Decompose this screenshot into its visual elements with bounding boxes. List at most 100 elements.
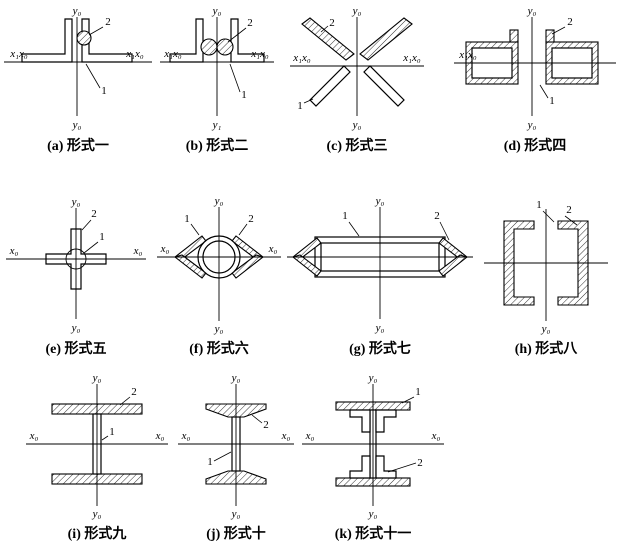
- figure-i-caption: (i) 形式九: [67, 527, 127, 542]
- part-label-2: 2: [434, 210, 440, 222]
- axis-label-top: y₀: [368, 372, 378, 384]
- leader-line: [320, 25, 329, 33]
- leader-line: [227, 27, 247, 43]
- leader-line: [387, 462, 417, 473]
- figure-j-caption: (j) 形式十: [206, 527, 266, 542]
- axis-label-right: x₀: [281, 430, 291, 442]
- angle-leg-lower-right: [363, 65, 405, 107]
- axis-label-right: x₀: [268, 243, 278, 255]
- figure-k-drawing: y₀ y₀ x₀ x₀ 1 2: [302, 372, 444, 520]
- figure-a: y₀ y₀ x₁x₀ x₁x₀ 2 1 (a) 形式一: [2, 4, 154, 155]
- axis-label-top: y₀: [212, 5, 222, 17]
- part-label-1: 1: [415, 386, 421, 398]
- leader-line: [119, 396, 131, 406]
- figure-g-drawing: y₀ y₀ 1 2: [287, 195, 473, 334]
- part-label-2: 2: [263, 419, 269, 431]
- axis-label-left: x₀: [29, 430, 39, 442]
- figure-b: y₀ y₁ x₁x₀ x₁x₀ 2 1 (b) 形式二: [158, 4, 276, 155]
- leader-line: [539, 84, 549, 99]
- figure-h-caption: (h) 形式八: [514, 342, 578, 357]
- axis-label-top: y₀: [527, 5, 537, 17]
- leader-line: [213, 451, 232, 462]
- figure-a-caption: (a) 形式一: [47, 139, 109, 154]
- figure-c: y₀ y₀ x₁x₀ x₁x₀ 2 1 (c) 形式三: [288, 4, 426, 155]
- part-label-2: 2: [248, 213, 254, 225]
- leader-line: [348, 221, 360, 237]
- flange-angle-top-left: [349, 409, 371, 433]
- angle-section-left: [21, 18, 73, 63]
- part-label-2: 2: [105, 16, 111, 28]
- axis-label-right: x₀: [133, 245, 143, 257]
- axis-label-bottom: y₀: [71, 322, 81, 334]
- axis-label-bottom: y₀: [527, 119, 537, 131]
- axis-label-right: x₀: [155, 430, 165, 442]
- axis-label-top: y₀: [231, 372, 241, 384]
- part-label-2: 2: [247, 17, 253, 29]
- figure-d-caption: (d) 形式四: [503, 139, 567, 154]
- figure-f: y₀ y₀ x₀ x₀ 1 2 (f) 形式六: [155, 195, 283, 358]
- axis-label-bottom: y₀: [72, 119, 82, 131]
- flange-angle-bottom-left: [349, 455, 371, 479]
- spacer-bar-circle: [76, 30, 92, 46]
- part-label-2: 2: [329, 17, 335, 29]
- part-label-1: 1: [184, 213, 190, 225]
- axis-label-bottom: y₀: [214, 323, 224, 335]
- axis-label-top: y₀: [352, 5, 362, 17]
- axis-label-top: y₀: [214, 195, 224, 207]
- axis-label-left: x₁x₀: [163, 48, 182, 60]
- figure-a-drawing: y₀ y₀ x₁x₀ x₁x₀ 2 1: [4, 5, 152, 131]
- gusset-left-lower: [291, 254, 322, 277]
- lug-plate-left: [509, 29, 519, 43]
- angle-leg-upper-right: [359, 17, 413, 61]
- figure-i: y₀ y₀ x₀ x₀ 1 2 (i) 形式九: [22, 372, 172, 543]
- figure-g-caption: (g) 形式七: [349, 342, 411, 357]
- leader-line: [251, 414, 263, 424]
- figure-h: y₀ 1 2 (h) 形式八: [480, 195, 612, 358]
- axis-label-right: x₀: [431, 430, 441, 442]
- part-label-1: 1: [342, 210, 348, 222]
- axis-label-right: x₁x₀: [402, 52, 421, 64]
- part-label-2: 2: [131, 386, 137, 398]
- figure-f-caption: (f) 形式六: [189, 342, 249, 357]
- leader-line: [401, 396, 415, 404]
- axis-label-top: y₀: [92, 372, 102, 384]
- axis-label-left: x₁x₀: [9, 48, 28, 60]
- part-label-1: 1: [101, 85, 107, 97]
- axis-label-bottom: y₀: [541, 323, 551, 335]
- leader-line: [439, 221, 450, 241]
- figure-i-drawing: y₀ y₀ x₀ x₀ 1 2: [26, 372, 168, 520]
- figure-d-drawing: y₀ y₀ x₁x₀ 2 1: [454, 5, 616, 131]
- axis-label-left: x₁x₀: [292, 52, 311, 64]
- part-label-1: 1: [207, 456, 213, 468]
- leader-line: [303, 98, 314, 104]
- part-label-1: 1: [549, 95, 555, 107]
- part-label-1: 1: [241, 89, 247, 101]
- part-label-1: 1: [536, 199, 542, 211]
- leader-line: [101, 435, 109, 441]
- round-bar-left: [200, 38, 218, 56]
- figure-b-drawing: y₀ y₁ x₁x₀ x₁x₀ 2 1: [160, 5, 274, 131]
- figure-j-drawing: y₀ y₀ x₀ x₀ 2 1: [178, 372, 294, 520]
- angle-leg-lower-left: [309, 65, 351, 107]
- figure-g: y₀ y₀ 1 2 (g) 形式七: [285, 195, 475, 358]
- part-label-2: 2: [567, 16, 573, 28]
- channel-section-left: [503, 220, 535, 306]
- axis-label-left: x₁x₀: [458, 49, 477, 61]
- leader-line: [542, 210, 555, 223]
- axis-label-bottom: y₀: [92, 508, 102, 520]
- axis-label-top: y₀: [72, 5, 82, 17]
- flange-angle-top-right: [375, 409, 397, 433]
- figure-e-drawing: y₀ y₀ x₀ x₀ 2 1: [6, 196, 146, 334]
- figure-k: y₀ y₀ x₀ x₀ 1 2 (k) 形式十一: [298, 372, 448, 543]
- leader-line: [229, 63, 241, 93]
- figure-f-drawing: y₀ y₀ x₀ x₀ 1 2: [157, 195, 281, 335]
- axis-label-right: x₁x₀: [250, 48, 269, 60]
- leader-line: [190, 223, 200, 236]
- figure-d: y₀ y₀ x₁x₀ 2 1 (d) 形式四: [452, 4, 618, 155]
- leader-line: [85, 63, 101, 89]
- figure-b-caption: (b) 形式二: [185, 139, 249, 154]
- axis-label-left: x₀: [305, 430, 315, 442]
- figure-j: y₀ y₀ x₀ x₀ 2 1 (j) 形式十: [176, 372, 296, 543]
- leader-line: [564, 215, 578, 226]
